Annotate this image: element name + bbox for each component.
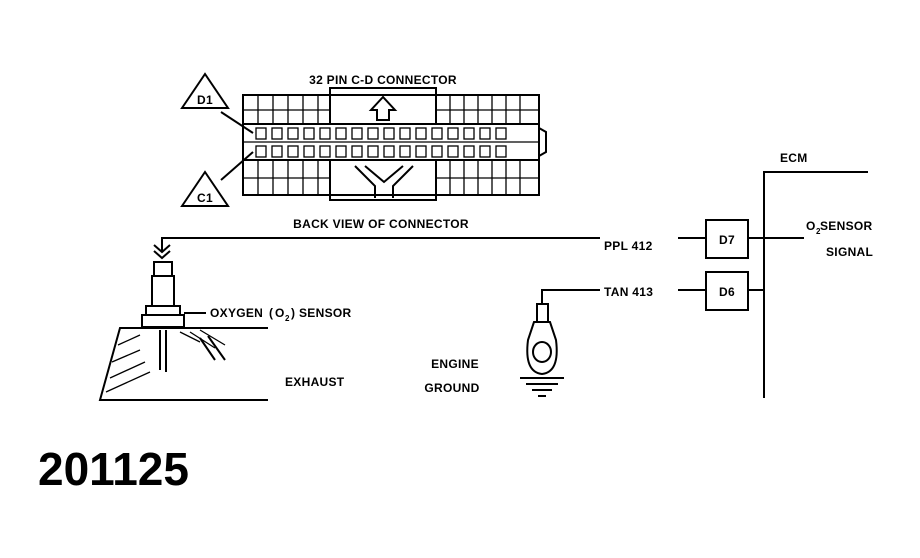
wire-tan-413-label: TAN 413	[604, 285, 653, 299]
pin-d1-leader	[220, 111, 254, 134]
ecm-signal-line1: SENSOR	[820, 219, 873, 233]
ecm-pin-d6-label: D6	[719, 285, 735, 299]
pin-c1-leader	[220, 151, 254, 181]
connector-group: D1 C1 32 PIN C-D CONNECTOR BACK VIEW OF …	[180, 72, 547, 231]
ecm-signal-o: O	[806, 219, 816, 233]
ground-label-line2: GROUND	[424, 381, 479, 395]
sensor-label-close: )	[291, 306, 295, 320]
sensor-body	[151, 275, 175, 307]
sensor-label-main: OXYGEN	[210, 306, 263, 320]
sensor-probe	[159, 330, 167, 372]
ground-label-line1: ENGINE	[431, 357, 479, 371]
pin-d1-label: D1	[197, 93, 213, 107]
ecm-title: ECM	[780, 151, 808, 165]
connector-caption: BACK VIEW OF CONNECTOR	[293, 217, 469, 231]
connector-title: 32 PIN C-D CONNECTOR	[309, 73, 457, 87]
connector-bottom-lock	[329, 160, 437, 201]
wire-tan-413-left	[541, 289, 600, 304]
sensor-label-sub: 2	[285, 314, 290, 323]
pin-d1-triangle	[180, 72, 230, 109]
sensor-terminal-icon	[153, 244, 171, 260]
ecm-pin-d7-label: D7	[719, 233, 735, 247]
connector-top-cavities	[243, 95, 539, 124]
connector-y-lock	[354, 165, 414, 198]
ecm-group: D7 D6 ECM O 2 SENSOR SIGNAL	[705, 151, 873, 398]
sensor-top	[153, 261, 173, 277]
connector-bottom-cavities	[243, 160, 539, 195]
exhaust-hatching	[105, 329, 226, 393]
connector-latch	[329, 87, 437, 125]
pin-c1-label: C1	[197, 191, 213, 205]
exhaust-hatch-bold	[199, 335, 226, 361]
oxygen-sensor-group: OXYGEN ( O 2 ) SENSOR EXHAUST	[98, 237, 706, 401]
wire-ppl-412-left	[161, 237, 600, 252]
pin-c1-triangle	[180, 170, 230, 207]
ground-lug	[526, 321, 558, 376]
ecm-signal-sub: 2	[816, 227, 821, 236]
sensor-label-open: (	[269, 306, 273, 320]
ecm-signal-line2: SIGNAL	[826, 245, 873, 259]
sensor-hex-nut	[145, 305, 181, 316]
sensor-label-o: O	[275, 306, 285, 320]
exhaust-label: EXHAUST	[285, 375, 345, 389]
engine-ground-group: ENGINE GROUND	[424, 289, 706, 397]
connector-pins	[255, 127, 507, 158]
ground-lug-hole	[532, 341, 552, 363]
connector-right-tab	[538, 127, 547, 157]
wire-ppl-412-label: PPL 412	[604, 239, 653, 253]
figure-number: 201125	[38, 443, 189, 495]
exhaust-pipe	[98, 327, 268, 401]
sensor-base	[141, 314, 185, 328]
up-arrow-icon	[368, 95, 398, 121]
ecm-outline	[763, 171, 868, 398]
sensor-label-tail: SENSOR	[299, 306, 352, 320]
ground-terminal	[536, 303, 549, 323]
